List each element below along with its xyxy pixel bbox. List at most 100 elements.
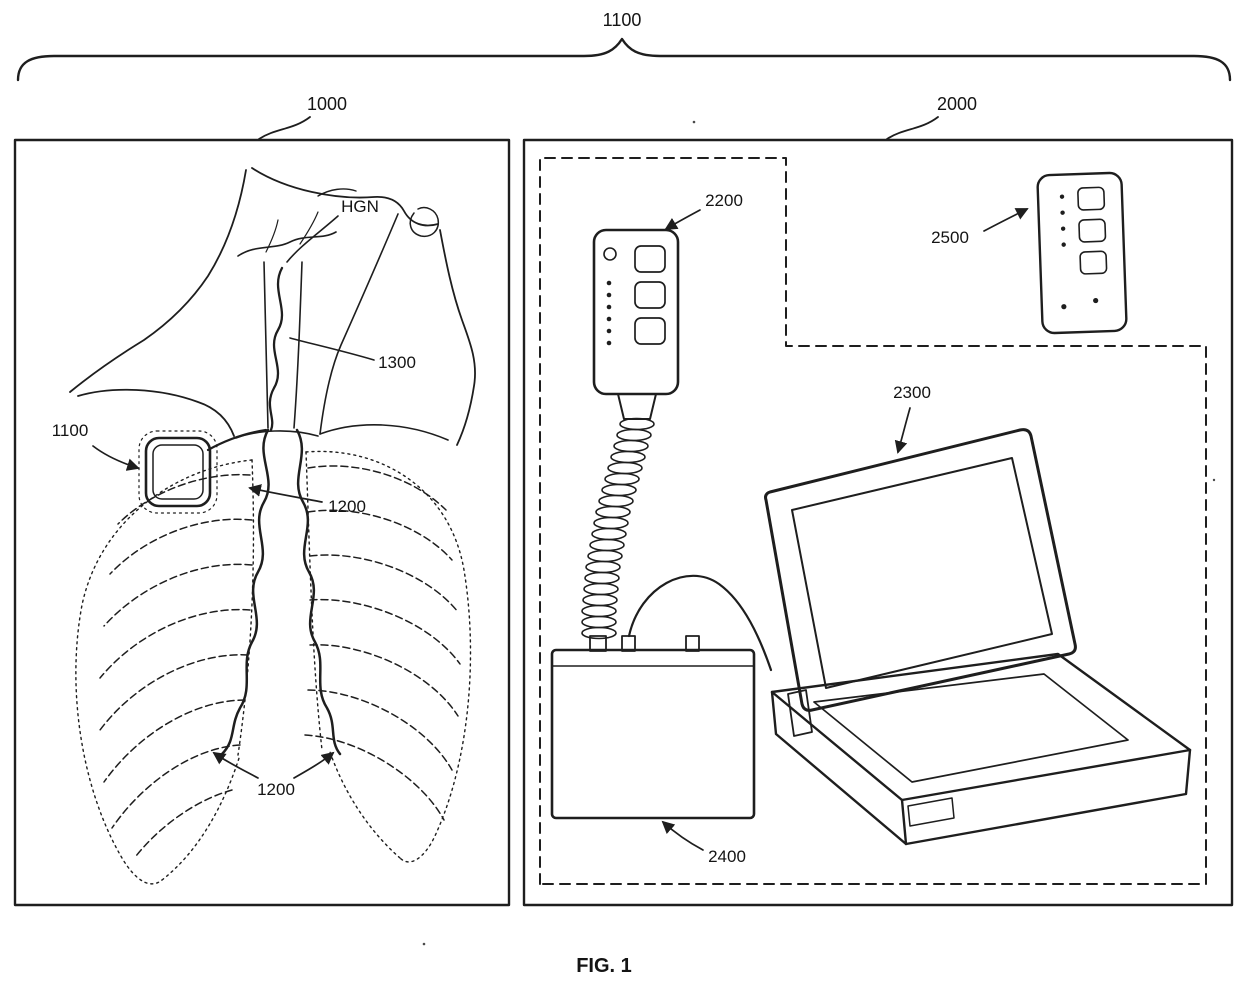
leader-2400: [661, 820, 704, 851]
ribcage-left-medial-edge: [237, 459, 255, 756]
remote-2200-dot: [606, 340, 612, 346]
rib-r5: [309, 644, 459, 717]
label-panel-2000: 2000: [937, 94, 977, 114]
leader-1200-upper: [248, 484, 323, 503]
leader-1300: [289, 337, 375, 361]
label-2400: 2400: [708, 847, 746, 866]
leader-2300: [894, 407, 911, 454]
rib-r7: [304, 734, 445, 821]
rib-l8: [135, 789, 233, 857]
remote-2500-dot: [1061, 304, 1067, 310]
anatomy-callouts: HGN 1300 1100 1200 1200: [52, 197, 416, 799]
leader-2500: [983, 208, 1029, 232]
external-system-drawing: 2200 2400 2300: [539, 157, 1207, 885]
clavicle-right-line: [319, 424, 449, 441]
rib-r2: [307, 509, 453, 561]
remote-2200: 2200: [581, 191, 743, 640]
patient-panel-border: [13, 138, 511, 907]
remote-2200-dot: [606, 316, 612, 322]
rib-l2: [109, 518, 253, 575]
ribcage-right-medial-edge: [305, 451, 323, 751]
hgn-nerve-line: [237, 231, 337, 257]
nerve-branch-2: [265, 219, 279, 253]
remote-2500-dot: [1059, 194, 1065, 199]
rib-r1: [307, 465, 447, 511]
rib-l6: [103, 699, 246, 783]
stimulation-leads: [220, 428, 342, 756]
leader-hgn: [286, 215, 339, 263]
leader-implant-1100: [92, 445, 140, 471]
remote-2200-neck: [617, 393, 657, 420]
ribcage-right-lower-edge: [329, 751, 401, 859]
remote-2500-dot: [1060, 210, 1065, 215]
laptop-screen-inner: [791, 457, 1053, 689]
remote-2200-dot: [606, 328, 612, 334]
head-neck-outline: [69, 167, 476, 446]
rib-l1: [117, 473, 251, 525]
leader-panel-1000: [258, 116, 311, 140]
label-panel-1000: 1000: [307, 94, 347, 114]
remote-2200-dot: [606, 304, 612, 310]
remote-2500-dot: [1060, 226, 1066, 231]
trachea-and-nerve: [237, 211, 337, 432]
rib-r3: [309, 554, 459, 613]
box-to-laptop-cable: [627, 574, 773, 672]
label-2300: 2300: [893, 383, 931, 402]
external-panel-border: [522, 138, 1234, 907]
patient-remote-2500: [1036, 171, 1128, 335]
ribcage-left-outer: [75, 459, 253, 885]
leader-1200-lower-right: [293, 751, 335, 779]
ribcage-right-outer: [305, 450, 472, 863]
leader-1200-lower-left: [212, 751, 259, 779]
remote-2500-button: [1077, 186, 1106, 211]
laptop-base-top: [770, 652, 1192, 802]
leader-panel-2000: [886, 116, 939, 140]
remote-2200-button: [634, 281, 666, 309]
rib-l5: [99, 654, 249, 731]
laptop-keyboard-area: [813, 673, 1129, 783]
ear-line: [409, 206, 440, 238]
laptop-2300: 2300: [764, 383, 1192, 846]
label-1300: 1300: [378, 353, 416, 372]
jaw-line: [251, 167, 439, 227]
remote-2500-body: [1036, 171, 1128, 335]
trachea-right-line: [293, 261, 303, 429]
ribcage-right: [304, 450, 472, 863]
trachea-left-line: [263, 261, 269, 429]
ribcage-left: [75, 459, 255, 885]
remote-2200-dot: [606, 280, 612, 286]
implant-body-inner: [152, 444, 204, 500]
remote-2200-button: [634, 245, 666, 273]
dashed-region-boundary: [539, 157, 1207, 885]
anatomy-drawing: HGN 1300 1100 1200 1200: [52, 167, 476, 885]
neck-left-line: [69, 169, 247, 393]
laptop-screen-outer: [764, 428, 1077, 712]
remote-2200-dot: [606, 292, 612, 298]
rib-l3: [103, 563, 253, 627]
brace-curve: [16, 37, 1232, 82]
system-brace: 1100: [16, 10, 1232, 82]
lead-right-wavy: [295, 428, 342, 756]
cheek-line: [317, 188, 357, 197]
figure-caption: FIG. 1: [576, 955, 632, 977]
laptop-front-notch: [907, 797, 955, 827]
label-1200-upper: 1200: [328, 497, 366, 516]
box-body: [550, 648, 756, 820]
remote-2500-dot: [1061, 242, 1066, 247]
label-system-1100: 1100: [603, 10, 642, 30]
implant-body: [144, 436, 212, 508]
laptop-base-left: [770, 690, 908, 846]
shoulder-arm-line: [77, 388, 235, 437]
neck-right-line: [439, 229, 476, 446]
ribcage-left-lower-edge: [161, 754, 241, 881]
rib-r4: [309, 598, 461, 665]
rib-r6: [307, 689, 453, 771]
label-hgn: HGN: [341, 197, 379, 216]
interface-box-2400: 2400: [550, 574, 773, 866]
coiled-cable: [581, 417, 655, 640]
scan-specks: [422, 120, 1216, 946]
neck-lead-coil: [268, 266, 284, 432]
rib-l7: [111, 744, 241, 829]
